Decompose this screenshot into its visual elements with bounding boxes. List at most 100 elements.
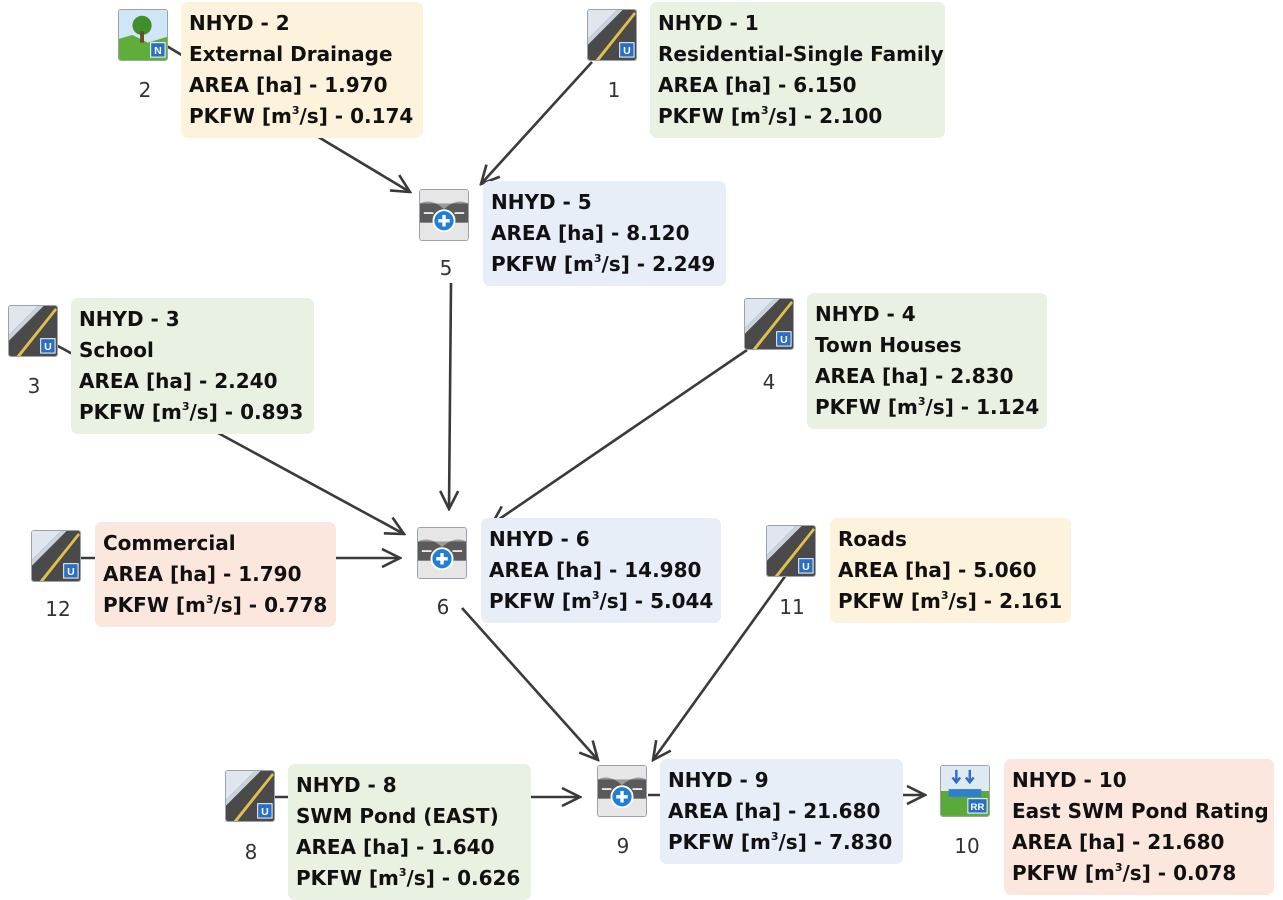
area-value: 5.060	[973, 558, 1037, 582]
area-value: 21.680	[1147, 830, 1225, 854]
svg-text:N: N	[154, 45, 162, 57]
area-line: AREA [ha] - 2.830	[815, 361, 1039, 392]
link-4-to-6[interactable]	[492, 348, 748, 524]
svg-text:RR: RR	[971, 802, 985, 813]
pond-rating-icon[interactable]: RR	[940, 765, 990, 817]
flow-unit-exponent: 3	[1114, 861, 1123, 874]
peak-flow-value: 2.161	[999, 589, 1063, 613]
area-line: AREA [ha] - 1.640	[296, 832, 523, 863]
area-line: AREA [ha] - 8.120	[491, 218, 718, 249]
flow-prefix-rest: /s] -	[189, 400, 241, 424]
node-number: 3	[27, 374, 41, 398]
flow-prefix-rest: /s] -	[925, 395, 977, 419]
flow-prefix: PKFW [m	[103, 593, 206, 617]
urban-catchment-icon[interactable]: U	[8, 305, 58, 357]
junction-add-icon[interactable]	[597, 765, 647, 817]
node-description: Residential-Single Family	[658, 42, 944, 66]
peak-flow-line: PKFW [m3/s] - 0.078	[1012, 858, 1266, 889]
junction-add-icon[interactable]	[417, 527, 467, 579]
link-5-to-6[interactable]	[449, 282, 451, 509]
junction-add-icon[interactable]	[419, 189, 469, 241]
area-prefix: AREA [ha] -	[838, 558, 974, 582]
svg-text:U: U	[802, 561, 810, 573]
peak-flow-line: PKFW [m3/s] - 5.044	[489, 586, 713, 617]
node-id-label: NHYD - 8	[296, 773, 397, 797]
area-line: AREA [ha] - 21.680	[668, 796, 895, 827]
node-number: 9	[616, 834, 630, 858]
area-value: 1.970	[324, 73, 388, 97]
urban-catchment-icon[interactable]: U	[766, 525, 816, 577]
node-number: 10	[954, 834, 980, 858]
urban-catchment-icon[interactable]: U	[225, 770, 275, 822]
flow-prefix-rest: /s] -	[213, 593, 265, 617]
peak-flow-value: 0.778	[264, 593, 328, 617]
peak-flow-value: 0.893	[240, 400, 304, 424]
area-value: 14.980	[624, 558, 702, 582]
svg-text:U: U	[67, 566, 75, 578]
flow-prefix: PKFW [m	[838, 589, 941, 613]
node-description: East SWM Pond Rating	[1012, 799, 1269, 823]
svg-text:U: U	[623, 45, 631, 57]
link-6-to-9[interactable]	[461, 607, 598, 760]
flow-unit-exponent: 3	[398, 866, 407, 879]
area-prefix: AREA [ha] -	[296, 835, 432, 859]
svg-text:U: U	[261, 806, 269, 818]
area-value: 6.150	[793, 73, 857, 97]
peak-flow-value: 5.044	[650, 589, 714, 613]
area-line: AREA [ha] - 1.970	[189, 70, 415, 101]
peak-flow-line: PKFW [m3/s] - 1.124	[815, 392, 1039, 423]
node-id-label: NHYD - 2	[189, 11, 290, 35]
flow-prefix: PKFW [m	[815, 395, 918, 419]
peak-flow-value: 0.174	[350, 104, 414, 128]
svg-text:U: U	[44, 341, 52, 353]
svg-text:U: U	[780, 334, 788, 346]
area-prefix: AREA [ha] -	[489, 558, 625, 582]
flow-prefix: PKFW [m	[668, 830, 771, 854]
rural-catchment-icon[interactable]: N	[118, 9, 168, 61]
urban-catchment-icon[interactable]: U	[587, 9, 637, 61]
area-prefix: AREA [ha] -	[79, 369, 215, 393]
flow-unit-exponent: 3	[291, 104, 300, 117]
peak-flow-line: PKFW [m3/s] - 0.626	[296, 863, 523, 894]
area-prefix: AREA [ha] -	[103, 562, 239, 586]
urban-catchment-icon[interactable]: U	[31, 530, 81, 582]
node-number: 6	[436, 595, 450, 619]
peak-flow-line: PKFW [m3/s] - 2.100	[658, 101, 937, 132]
area-line: AREA [ha] - 21.680	[1012, 827, 1266, 858]
area-value: 1.640	[431, 835, 495, 859]
flow-prefix: PKFW [m	[189, 104, 292, 128]
flow-prefix: PKFW [m	[491, 252, 594, 276]
flow-prefix-rest: /s] -	[406, 866, 458, 890]
flow-unit-exponent: 3	[591, 589, 600, 602]
link-1-to-5[interactable]	[481, 61, 593, 184]
flow-prefix-rest: /s] -	[1122, 861, 1174, 885]
node-number: 11	[779, 595, 805, 619]
flow-prefix: PKFW [m	[1012, 861, 1115, 885]
flow-prefix-rest: /s] -	[601, 252, 653, 276]
node-id-label: Commercial	[103, 531, 236, 555]
node-number: 12	[45, 597, 71, 621]
node-id-label: NHYD - 10	[1012, 768, 1127, 792]
flow-prefix-rest: /s] -	[948, 589, 1000, 613]
flow-prefix-rest: /s] -	[778, 830, 830, 854]
peak-flow-value: 1.124	[976, 395, 1040, 419]
peak-flow-value: 7.830	[829, 830, 893, 854]
flow-unit-exponent: 3	[940, 589, 949, 602]
area-line: AREA [ha] - 14.980	[489, 555, 713, 586]
urban-catchment-icon[interactable]: U	[744, 298, 794, 350]
node-number: 5	[439, 256, 453, 280]
area-value: 2.830	[950, 364, 1014, 388]
area-value: 2.240	[214, 369, 278, 393]
